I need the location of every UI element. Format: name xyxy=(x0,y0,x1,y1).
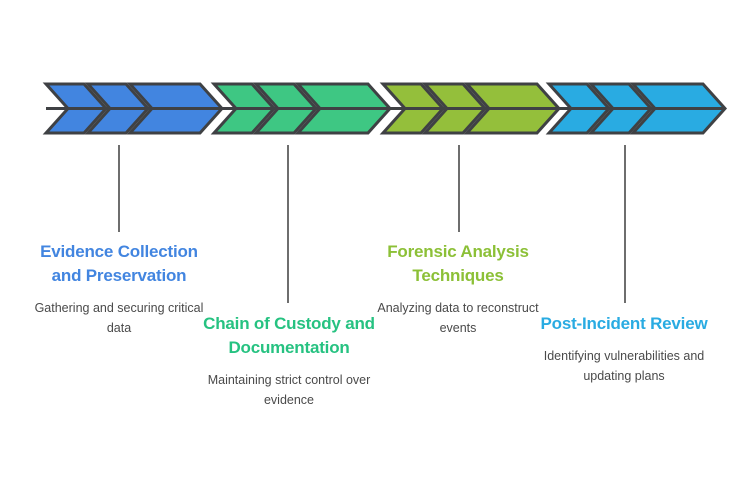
chevron-arrow-2-1 xyxy=(210,82,277,135)
stage-description-2: Maintaining strict control over evidence xyxy=(207,373,371,408)
stage-title-1: Evidence Collection and Preservation xyxy=(40,242,198,286)
chevron-arrow-4-2 xyxy=(587,82,654,135)
stage-description-4: Identifying vulnerabilities and updating… xyxy=(543,349,705,384)
stage-description-3: Analyzing data to reconstruct events xyxy=(377,301,539,336)
chevron-arrow-3-1 xyxy=(379,82,446,135)
chevron-arrow-4-1 xyxy=(545,82,612,135)
chevron-arrow-4-3 xyxy=(629,82,728,135)
stage-title-4: Post-Incident Review xyxy=(540,314,708,333)
stage-title-3: Forensic Analysis Techniques xyxy=(387,242,529,286)
chevron-arrow-3-3 xyxy=(463,82,562,135)
chevron-arrow-1-3 xyxy=(126,82,225,135)
chevron-arrow-2-2 xyxy=(252,82,319,135)
stage-description-1: Gathering and securing critical data xyxy=(34,301,204,336)
chevron-arrow-3-2 xyxy=(421,82,488,135)
chevron-arrow-2-3 xyxy=(294,82,393,135)
stage-title-2: Chain of Custody and Documentation xyxy=(203,314,375,358)
chevron-arrow-1-1 xyxy=(42,82,109,135)
chevron-arrow-1-2 xyxy=(84,82,151,135)
